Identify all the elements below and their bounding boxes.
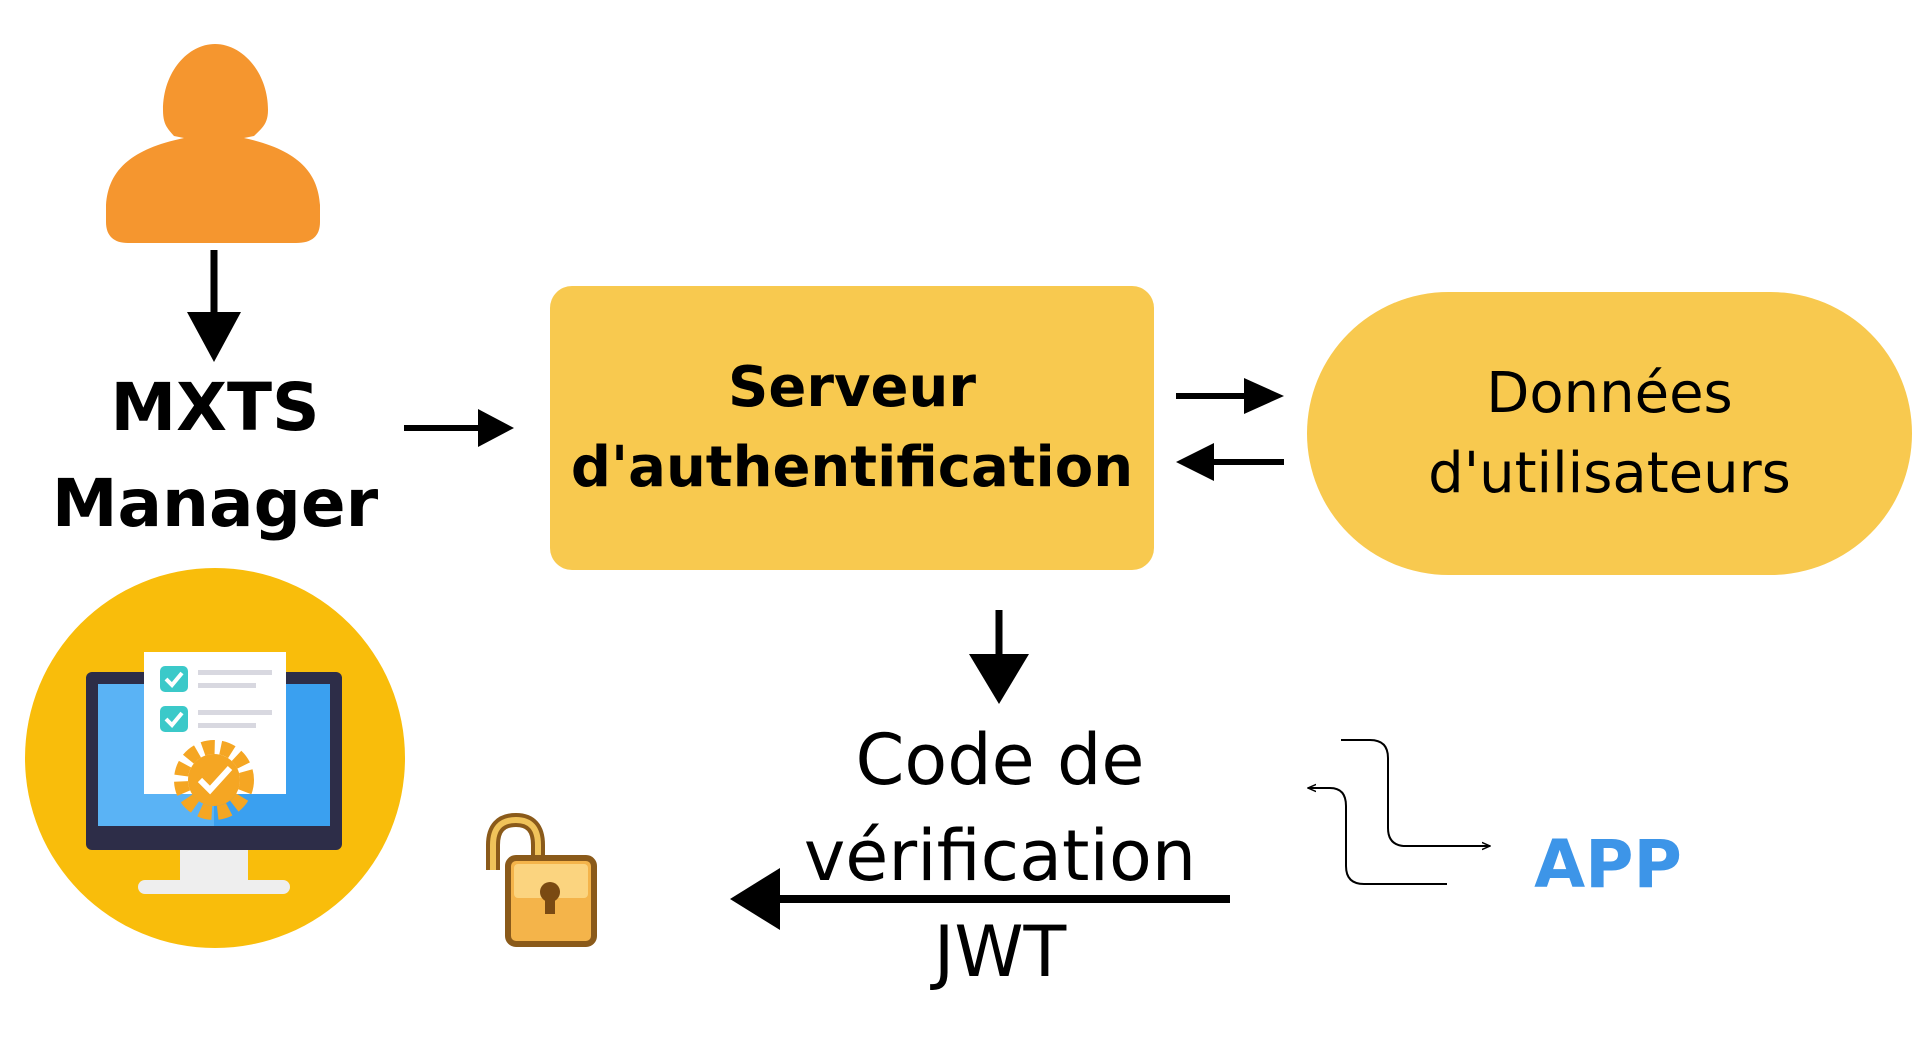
app-label: APP: [1534, 826, 1682, 903]
mxts-manager-line2: Manager: [51, 465, 379, 542]
padlock-open-icon: [486, 812, 597, 947]
user-icon: [106, 44, 320, 243]
mxts-manager-label: MXTS Manager: [30, 360, 400, 552]
exchange-arrows-icon: [1308, 739, 1490, 885]
mxts-manager-line1: MXTS: [110, 369, 320, 446]
auth-server-line2: d'authentification: [570, 435, 1134, 500]
auth-server-node: Serveur d'authentification: [550, 286, 1154, 570]
arrow-auth-to-data: [1176, 378, 1284, 414]
user-data-line2: d'utilisateurs: [1428, 440, 1791, 506]
user-data-line1: Données: [1486, 360, 1733, 426]
verification-code-line3: JWT: [933, 911, 1067, 993]
user-data-node: Données d'utilisateurs: [1307, 292, 1912, 575]
arrow-user-to-manager: [187, 250, 241, 362]
verification-code-label: Code de vérification JWT: [760, 712, 1240, 1000]
arrow-manager-to-auth: [404, 409, 514, 447]
monitor-checklist-icon: [25, 568, 405, 948]
arrow-data-to-auth: [1176, 443, 1284, 481]
auth-server-line1: Serveur: [728, 355, 976, 420]
verification-code-line1: Code de: [855, 719, 1145, 801]
arrow-auth-to-code: [969, 610, 1029, 704]
verification-code-line2: vérification: [803, 815, 1197, 897]
arrow-code-to-lock: [730, 868, 1230, 930]
